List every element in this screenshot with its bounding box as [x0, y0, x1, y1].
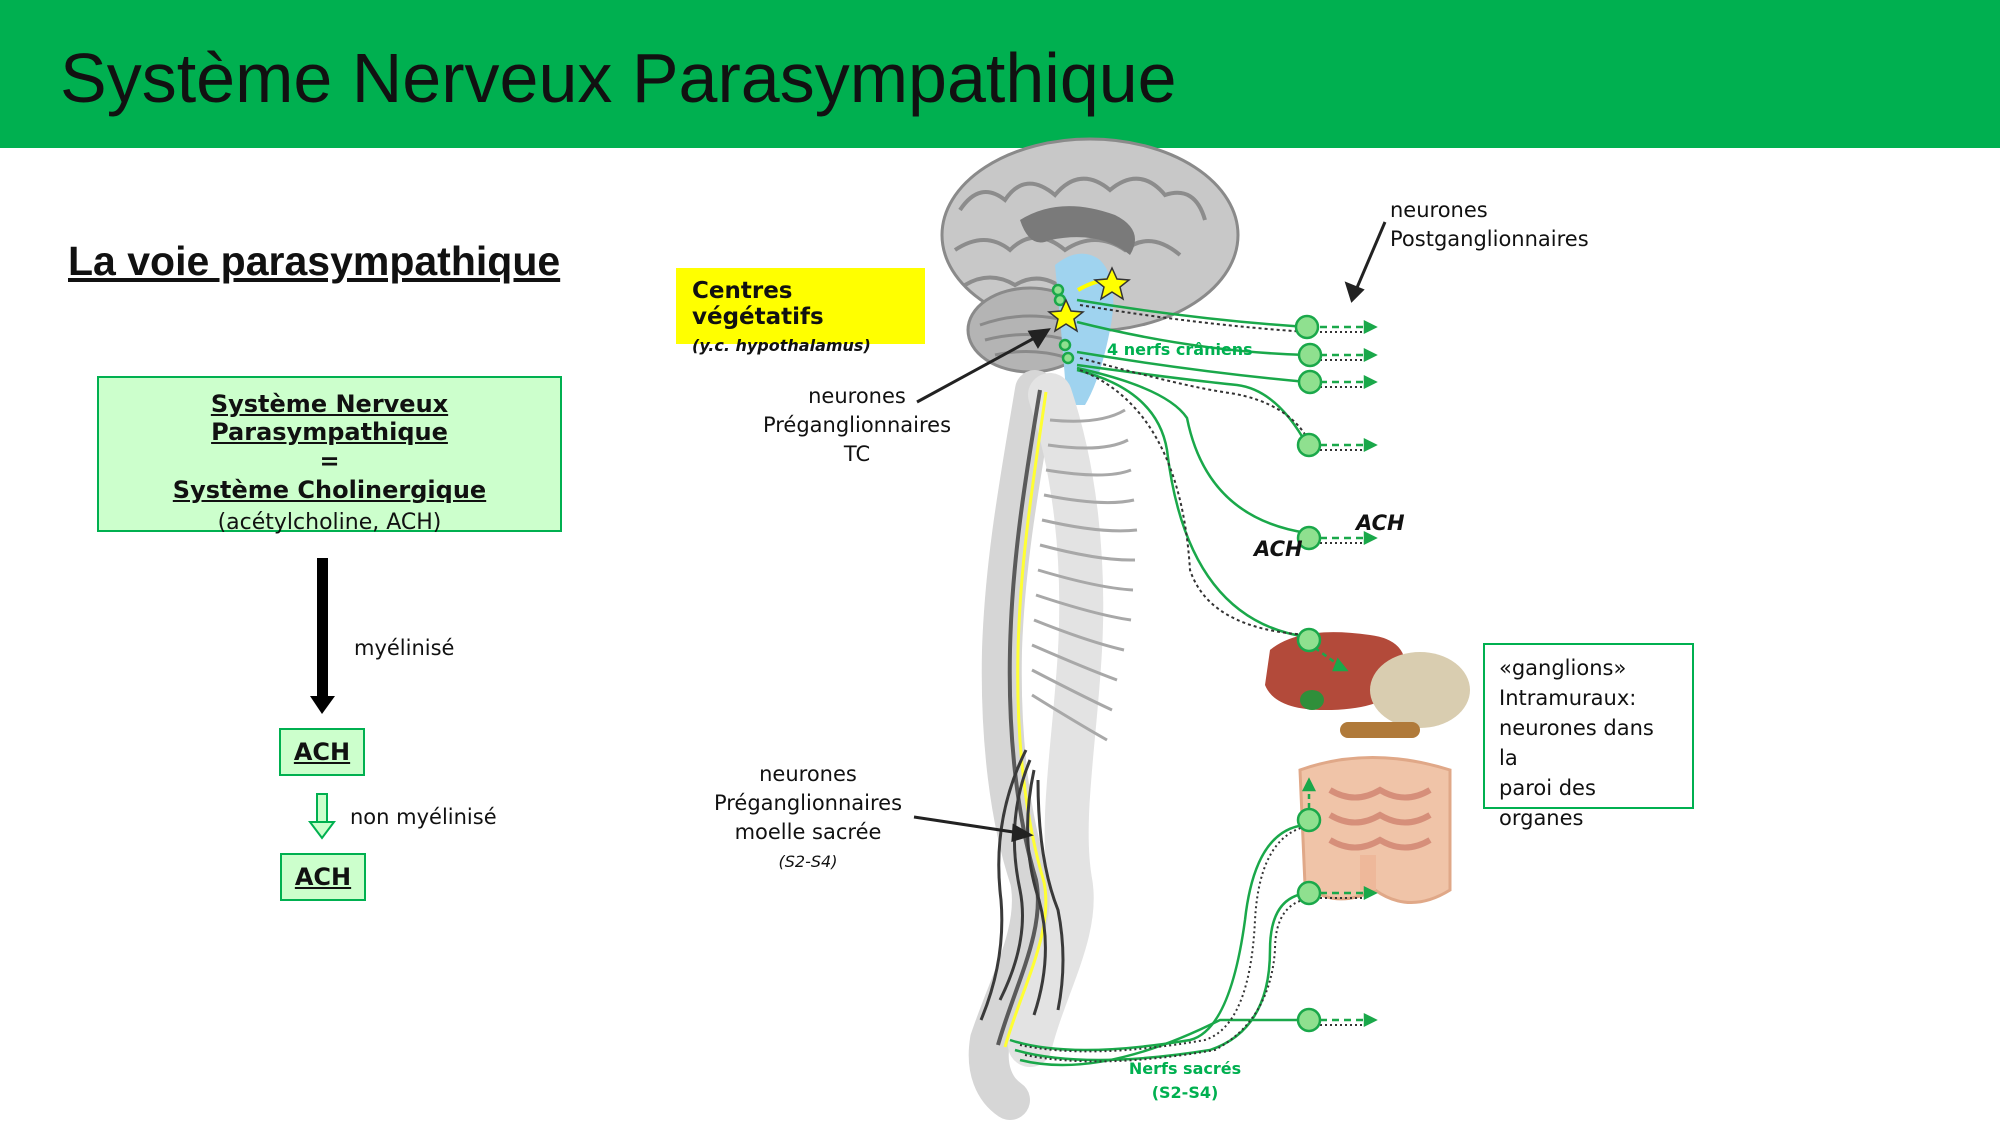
ganglion-box-line-2: Intramuraux: [1499, 686, 1637, 710]
ach-box-top: ACH [279, 728, 365, 776]
spine-illustration [968, 370, 1138, 1120]
cranial-dotted-fibers [1079, 304, 1311, 636]
label-ach-2: ACH [1254, 537, 1303, 561]
hypothalamus-pathway [1047, 266, 1131, 333]
label-ach-1: ACH [1356, 511, 1405, 535]
ganglion-box-line-1: «ganglions» [1499, 656, 1627, 680]
intramural-ganglion-box: «ganglions» Intramuraux: neurones dans l… [1483, 643, 1694, 830]
intramural-arrows [1301, 646, 1349, 808]
page-title: Système Nerveux Parasympathique [60, 39, 1177, 117]
label-cranial-nerves: 4 nerfs crâniens [1107, 340, 1253, 359]
definition-equals: = [319, 447, 340, 475]
organs-illustration [1265, 632, 1470, 904]
label-pre-tc-line-2: Préganglionnaires [762, 413, 952, 437]
section-title: La voie parasympathique [68, 238, 561, 284]
sacral-dotted-fibers [1019, 824, 1316, 1063]
header-bar: Système Nerveux Parasympathique [0, 0, 2000, 148]
label-pre-sac-line-1: neurones [759, 762, 857, 786]
label-myelinated: myélinisé [354, 636, 455, 660]
unmyelinated-arrow-icon [308, 793, 336, 840]
label-preganglionic-sacral: neurones Préganglionnaires moelle sacrée… [706, 760, 910, 876]
label-pre-sac-line-4: (S2-S4) [778, 852, 838, 871]
centres-subtitle: (y.c. hypothalamus) [692, 336, 871, 355]
definition-box: Système Nerveux Parasympathique = Systèm… [97, 376, 562, 535]
label-sacral-nerves-line-1: Nerfs sacrés [1128, 1059, 1242, 1078]
label-postganglionic: neurones Postganglionnaires [1390, 196, 1589, 254]
label-preganglionic-tc: neurones Préganglionnaires TC [752, 382, 962, 469]
myelinated-arrow-icon [310, 558, 335, 714]
ganglion-box-line-3: neurones dans la [1499, 716, 1654, 770]
label-unmyelinated: non myélinisé [350, 805, 497, 829]
label-pre-sac-line-2: Préganglionnaires [713, 791, 903, 815]
label-pre-sac-line-3: moelle sacrée [734, 820, 882, 844]
brain-illustration [940, 137, 1240, 405]
ach-box-bottom: ACH [280, 853, 366, 901]
centres-vegetatifs-box: Centres végétatifs (y.c. hypothalamus) [676, 268, 925, 355]
definition-line-4: (acétylcholine, ACH) [217, 510, 442, 535]
label-postganglionic-line-2: Postganglionnaires [1390, 227, 1589, 251]
ganglion-icons [1051, 283, 1323, 1033]
definition-line-1: Système Nerveux Parasympathique [210, 390, 449, 446]
label-sacral-nerves-line-2: (S2-S4) [1151, 1083, 1219, 1102]
centres-title: Centres végétatifs [692, 278, 824, 330]
label-postganglionic-line-1: neurones [1390, 198, 1488, 222]
ganglion-box-line-4: paroi des organes [1499, 776, 1596, 830]
annotation-arrows [913, 221, 1387, 843]
label-pre-tc-line-3: TC [843, 442, 871, 466]
label-sacral-nerves: Nerfs sacrés (S2-S4) [1125, 1057, 1245, 1105]
definition-line-3: Système Cholinergique [172, 476, 487, 504]
postganglionic-arrows [1320, 319, 1378, 1028]
label-pre-tc-line-1: neurones [808, 384, 906, 408]
